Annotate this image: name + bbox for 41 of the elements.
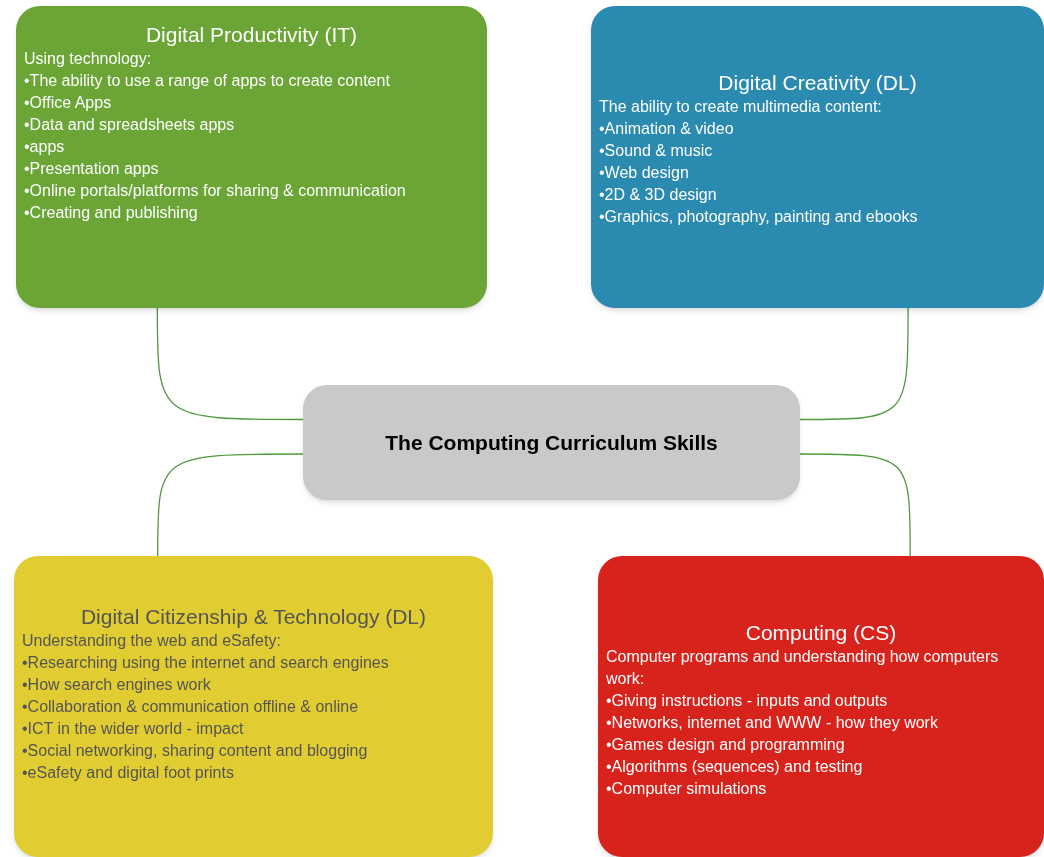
bullet-item: •How search engines work [22, 675, 212, 695]
bullet-item: •Online portals/platforms for sharing & communication [24, 181, 407, 201]
bullet-item: •Sound & music [599, 141, 714, 161]
bullet-item: •Data and spreadsheets apps [24, 115, 236, 135]
topic-title: Digital Creativity (DL) [717, 70, 918, 96]
topic-box [14, 556, 493, 857]
bullet-item: •apps [24, 137, 66, 157]
bullet-item: •Networks, internet and WWW - how they work [606, 713, 939, 733]
bullet-item: •Collaboration & communication offline & online [22, 697, 360, 717]
topic-intro: Computer programs and understanding how computers work: [606, 647, 1000, 689]
bullet-item: •eSafety and digital foot prints [22, 763, 235, 783]
bullet-item: •Games design and programming [606, 735, 846, 755]
topic-box [598, 556, 1044, 857]
bullet-item: •Animation & video [599, 119, 735, 139]
bullet-item: •Office Apps [24, 93, 113, 113]
bullet-item: •The ability to use a range of apps to create content [24, 71, 391, 91]
topic-title: Digital Citizenship & Technology (DL) [79, 604, 428, 630]
topic-intro: Understanding the web and eSafety: [22, 631, 282, 651]
topic-box [16, 6, 487, 308]
connector-line [799, 307, 909, 421]
topic-intro: Using technology: [24, 49, 153, 69]
topic-box [591, 6, 1044, 308]
topic-title: The Computing Curriculum Skills [385, 429, 718, 456]
topic-title: Digital Productivity (IT) [144, 22, 359, 48]
bullet-item: •Computer simulations [606, 779, 768, 799]
bullet-item: •Graphics, photography, painting and ebooks [599, 207, 919, 227]
topic-title: Computing (CS) [744, 620, 898, 646]
bullet-item: •Web design [599, 163, 690, 183]
bullet-item: •2D & 3D design [599, 185, 718, 205]
bullet-item: •ICT in the wider world - impact [22, 719, 245, 739]
bullet-item: •Algorithms (sequences) and testing [606, 757, 864, 777]
topic-intro: The ability to create multimedia content: [599, 97, 883, 117]
connector-line [156, 307, 304, 421]
bullet-item: •Social networking, sharing content and blogging [22, 741, 369, 761]
connector-line [799, 453, 911, 557]
central-topic-box [303, 385, 800, 500]
bullet-item: •Giving instructions - inputs and outputs [606, 691, 889, 711]
bullet-item: •Researching using the internet and search engines [22, 653, 390, 673]
connector-line [157, 453, 304, 557]
bullet-item: •Presentation apps [24, 159, 160, 179]
bullet-item: •Creating and publishing [24, 203, 199, 223]
